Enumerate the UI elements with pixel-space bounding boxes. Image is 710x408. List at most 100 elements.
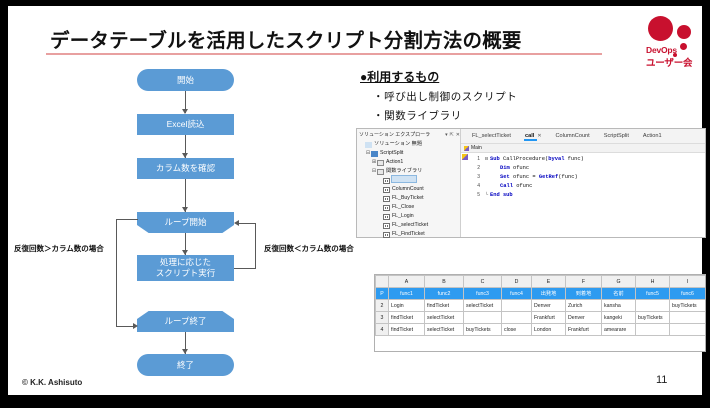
table-column-header[interactable]: I: [669, 275, 705, 288]
table-cell[interactable]: kangeki: [601, 311, 636, 324]
table-cell[interactable]: func1: [388, 287, 425, 300]
code-token: Sub: [490, 156, 503, 162]
tree-solution-icon: [365, 141, 372, 148]
tree-item[interactable]: ソリューション 無題: [359, 140, 460, 149]
code-token: Dim: [500, 165, 510, 171]
flow-node-check-columns: カラム数を確認: [137, 158, 234, 179]
code-fold-icon[interactable]: └: [484, 192, 488, 198]
code-line-text: Sub CallProcedure(byval func): [490, 155, 584, 164]
table-cell[interactable]: buyTickets: [463, 323, 502, 336]
editor-tab-label: call: [524, 133, 535, 139]
editor-tab[interactable]: Action1: [636, 133, 669, 139]
table-cell[interactable]: [669, 311, 705, 324]
table-cell[interactable]: selectTicket: [424, 323, 464, 336]
tree-item[interactable]: FL_BuyTicket: [359, 194, 460, 203]
table-cell[interactable]: findTicket: [424, 299, 464, 312]
table-row-header[interactable]: 2: [375, 299, 389, 312]
code-fold-icon[interactable]: ⊟: [484, 156, 488, 162]
table-cell[interactable]: selectTicket: [424, 311, 464, 324]
flow-arrow: [182, 250, 188, 255]
table-column-header[interactable]: E: [531, 275, 566, 288]
dock-icon[interactable]: ⇱: [449, 131, 454, 138]
tree-expander-icon[interactable]: ⊟: [371, 168, 377, 174]
table-cell[interactable]: Frankfurt: [565, 323, 602, 336]
table-cell[interactable]: selectTicket: [463, 299, 502, 312]
table-column-header[interactable]: F: [565, 275, 602, 288]
table-cell[interactable]: func4: [501, 287, 532, 300]
flow-node-run-script-line1: 処理に応じた: [159, 257, 211, 268]
tree-item[interactable]: FL_Close: [359, 203, 460, 212]
table-cell[interactable]: close: [501, 323, 532, 336]
table-cell[interactable]: kansha: [601, 299, 636, 312]
table-cell[interactable]: [635, 299, 670, 312]
table-cell[interactable]: buyTickets: [635, 311, 670, 324]
table-cell[interactable]: [635, 323, 670, 336]
table-cell[interactable]: [463, 311, 502, 324]
table-cell[interactable]: findTicket: [388, 323, 425, 336]
table-column-header[interactable]: A: [388, 275, 425, 288]
tree-item[interactable]: ColumnCount: [359, 185, 460, 194]
close-icon[interactable]: ✕: [455, 131, 460, 138]
table-column-header[interactable]: D: [501, 275, 532, 288]
table-cell[interactable]: [669, 323, 705, 336]
table-cell[interactable]: 出発地: [531, 287, 566, 300]
table-cell[interactable]: [501, 299, 532, 312]
editor-tab[interactable]: ColumnCount: [549, 133, 597, 139]
page-title: データテーブルを活用したスクリプト分割方法の概要: [50, 30, 522, 52]
flow-loop-left-top: [116, 219, 138, 220]
flow-node-run-script: 処理に応じた スクリプト実行: [137, 255, 234, 281]
table-cell[interactable]: 到着地: [565, 287, 602, 300]
table-column-header[interactable]: B: [424, 275, 464, 288]
flowchart: 開始 Excel読込 カラム数を確認 ループ開始 処理に応じた スクリプト実行 …: [8, 61, 354, 391]
editor-tab-label: FL_selectTicket: [472, 133, 511, 139]
table-row-header[interactable]: P: [375, 287, 389, 300]
table-cell[interactable]: findTicket: [388, 311, 425, 324]
tree-item[interactable]: FL_FindTicket: [359, 230, 460, 239]
table-cell[interactable]: London: [531, 323, 566, 336]
tree-item[interactable]: ⊟ ScriptSplit: [359, 149, 460, 158]
table-cell[interactable]: Login: [388, 299, 425, 312]
code-line-number: 2: [477, 165, 480, 171]
table-cell[interactable]: 名前: [601, 287, 636, 300]
code-line-text: End sub: [490, 191, 513, 200]
table-cell[interactable]: Denver: [531, 299, 566, 312]
table-column-header[interactable]: C: [463, 275, 502, 288]
usage-list-item-2: ・関数ライブラリ: [373, 110, 462, 122]
tree-expander-icon[interactable]: ⊟: [365, 150, 371, 156]
table-cell[interactable]: Denver: [565, 311, 602, 324]
table-column-header[interactable]: H: [635, 275, 670, 288]
tree-expander-icon[interactable]: ⊞: [371, 159, 377, 165]
table-cell[interactable]: buyTickets: [669, 299, 705, 312]
tree-module-icon: [383, 231, 390, 238]
table-row-header[interactable]: 3: [375, 311, 389, 324]
module-icon: [464, 145, 469, 151]
pin-icon[interactable]: ▾: [445, 131, 448, 138]
table-cell[interactable]: Frankfurt: [531, 311, 566, 324]
table-cell[interactable]: [501, 311, 532, 324]
table-cell[interactable]: func2: [424, 287, 464, 300]
close-icon[interactable]: ✕: [537, 133, 542, 139]
tree-item-label: ScriptSplit: [380, 150, 404, 156]
tree-item[interactable]: FL_Login: [359, 212, 460, 221]
editor-tab[interactable]: FL_selectTicket: [465, 133, 518, 139]
table-cell[interactable]: func5: [635, 287, 670, 300]
editor-tab[interactable]: ScriptSplit: [597, 133, 636, 139]
table-row-header[interactable]: 4: [375, 323, 389, 336]
tree-item-label: [391, 174, 417, 186]
tree-item[interactable]: ⊟関数ライブラリ: [359, 167, 460, 176]
ide-screenshot: ソリューション エクスプローラ ▾ ⇱ ✕ ソリューション 無題⊟ScriptS…: [356, 128, 706, 238]
tree-item[interactable]: FL_selectTicket: [359, 221, 460, 230]
table-cell[interactable]: amearare: [601, 323, 636, 336]
tree-item-label: ColumnCount: [392, 186, 424, 192]
table-cell[interactable]: Zurich: [565, 299, 602, 312]
table-column-header[interactable]: G: [601, 275, 636, 288]
table-cell[interactable]: func3: [463, 287, 502, 300]
table-corner-cell[interactable]: [375, 275, 389, 288]
tree-item[interactable]: ⊞Action1: [359, 158, 460, 167]
tree-item[interactable]: [359, 174, 460, 186]
code-line: 1⊟Sub CallProcedure(byval func): [471, 155, 705, 164]
editor-tab[interactable]: call✕: [518, 133, 549, 141]
editor-tab-label: ScriptSplit: [603, 133, 629, 139]
table-cell[interactable]: func6: [669, 287, 705, 300]
